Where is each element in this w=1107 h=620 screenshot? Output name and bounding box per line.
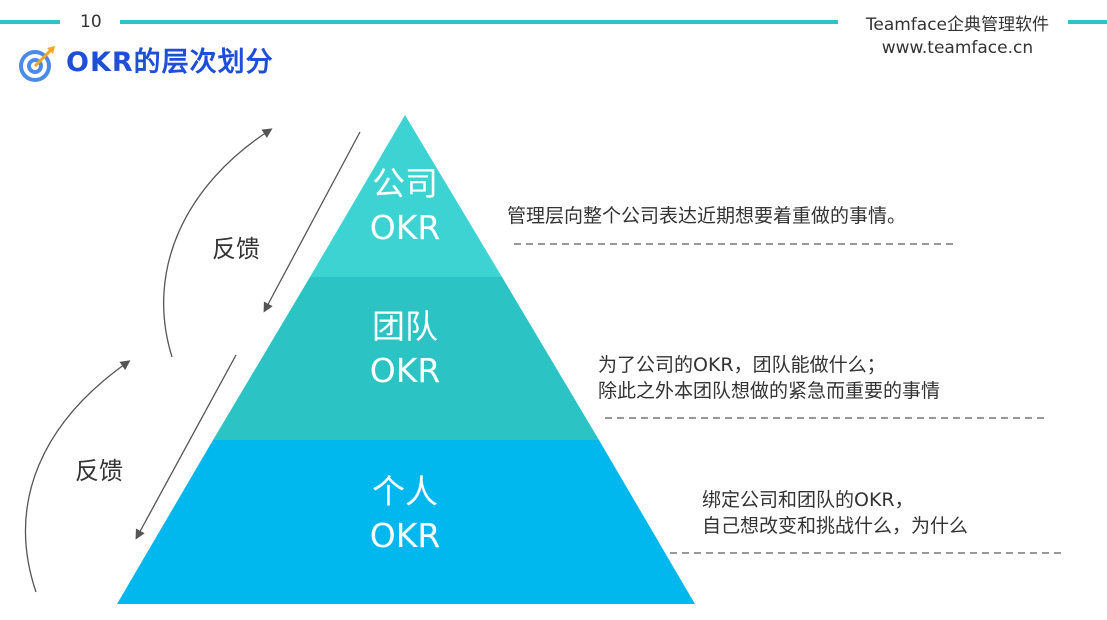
- tier-sub: OKR: [369, 516, 441, 555]
- description-company: 管理层向整个公司表达近期想要着重做的事情。: [507, 203, 906, 229]
- page-title: OKR的层次划分: [66, 47, 274, 78]
- description-individual: 绑定公司和团队的OKR， 自己想改变和挑战什么，为什么: [702, 487, 968, 539]
- brand-url: www.teamface.cn: [881, 38, 1034, 58]
- header-line-middle: [120, 20, 838, 24]
- tier-name: 公司: [372, 164, 438, 203]
- description-team: 为了公司的OKR，团队能做什么； 除此之外本团队想做的紧急而重要的事情: [598, 352, 940, 404]
- pyramid-tier-individual: [117, 440, 695, 604]
- brand-name: Teamface企典管理软件: [865, 15, 1049, 35]
- pyramid-tier-team: [213, 277, 599, 440]
- description-line: 为了公司的OKR，团队能做什么；: [598, 354, 886, 376]
- tier-sub: OKR: [369, 208, 441, 247]
- tier-name: 个人: [372, 472, 438, 511]
- description-line: 除此之外本团队想做的紧急而重要的事情: [598, 380, 941, 402]
- tier-label-individual: 个人 OKR: [325, 470, 485, 558]
- header-line-right: [1068, 20, 1107, 24]
- pyramid-tier-company: [310, 115, 502, 277]
- tier-label-company: 公司 OKR: [325, 162, 485, 250]
- cascade-arrow-lower: [135, 354, 237, 540]
- feedback-arrow-upper: [163, 128, 273, 358]
- description-line: 管理层向整个公司表达近期想要着重做的事情。: [507, 205, 907, 227]
- description-line: 绑定公司和团队的OKR，: [702, 489, 914, 511]
- page-number: 10: [80, 12, 102, 32]
- feedback-label-upper: 反馈: [212, 235, 260, 263]
- description-line: 自己想改变和挑战什么，为什么: [702, 515, 969, 537]
- feedback-arrow-lower: [24, 360, 131, 593]
- feedback-label-lower: 反馈: [75, 457, 123, 485]
- tier-name: 团队: [372, 307, 438, 346]
- target-icon: [19, 46, 55, 82]
- brand-block: Teamface企典管理软件 www.teamface.cn: [866, 14, 1049, 60]
- tier-label-team: 团队 OKR: [325, 305, 485, 393]
- tier-sub: OKR: [369, 351, 441, 390]
- cascade-arrow-upper: [263, 131, 361, 313]
- header-line-left: [0, 20, 60, 24]
